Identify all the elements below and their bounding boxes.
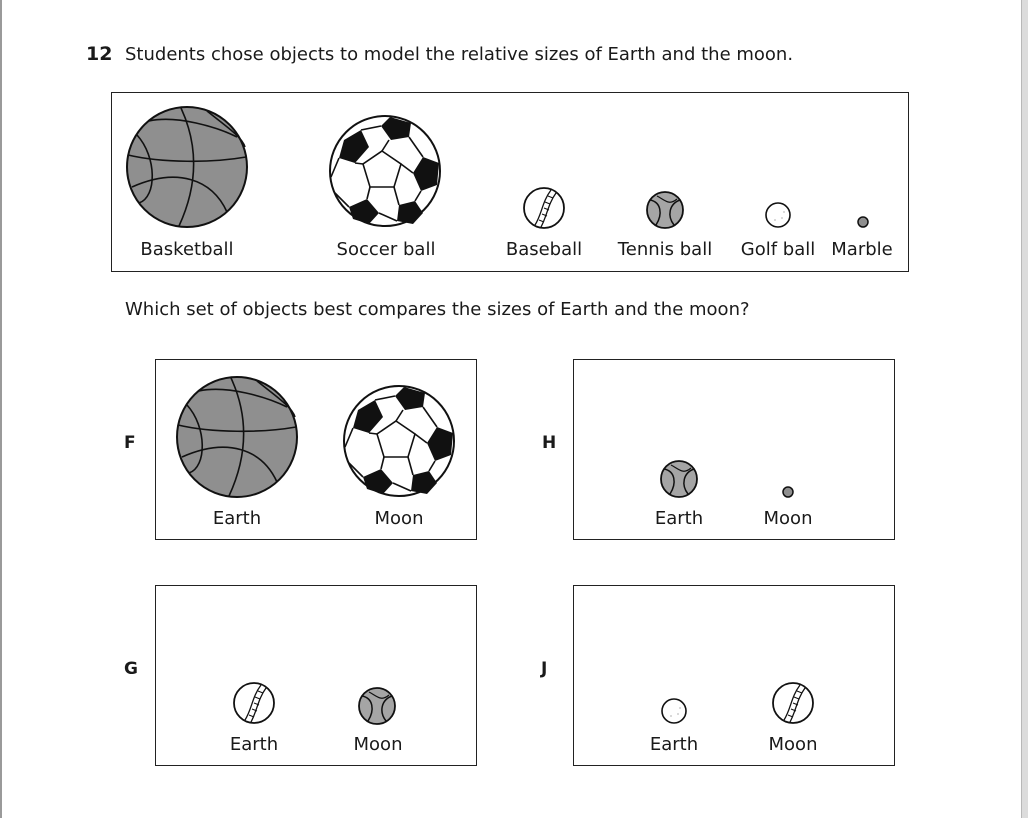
option-letter-h: H	[542, 433, 557, 453]
option-h-marble-icon	[782, 486, 794, 498]
question-number: 12	[86, 43, 113, 65]
option-h-box[interactable]	[573, 359, 895, 540]
option-f-moon-label: Moon	[374, 508, 424, 529]
option-g-box[interactable]	[155, 585, 477, 766]
object-label-golf-ball: Golf ball	[740, 239, 816, 260]
scrollbar-track[interactable]	[1021, 0, 1028, 818]
option-g-moon-label: Moon	[353, 734, 403, 755]
object-label-tennis-ball: Tennis ball	[617, 239, 713, 260]
baseball-icon	[523, 187, 565, 229]
option-f-earth-label: Earth	[212, 508, 262, 529]
option-g-earth-label: Earth	[229, 734, 279, 755]
option-f-basketball-icon	[176, 376, 298, 498]
option-j-box[interactable]	[573, 585, 895, 766]
option-h-earth-label: Earth	[654, 508, 704, 529]
option-letter-f: F	[124, 433, 136, 453]
question-prompt: Which set of objects best compares the s…	[125, 299, 750, 320]
option-h-moon-label: Moon	[763, 508, 813, 529]
option-f-box[interactable]	[155, 359, 477, 540]
marble-icon	[857, 216, 869, 228]
object-label-marble: Marble	[831, 239, 893, 260]
option-j-earth-label: Earth	[649, 734, 699, 755]
option-j-baseball-icon	[772, 682, 814, 724]
objects-panel	[111, 92, 909, 272]
tennis-ball-icon	[646, 191, 684, 229]
option-g-baseball-icon	[233, 682, 275, 724]
option-j-golf-ball-icon	[661, 698, 687, 724]
basketball-icon	[126, 106, 248, 228]
option-letter-g: G	[124, 659, 138, 679]
object-label-soccer-ball: Soccer ball	[336, 239, 436, 260]
option-g-tennis-ball-icon	[358, 687, 396, 725]
golf-ball-icon	[765, 202, 791, 228]
object-label-baseball: Baseball	[505, 239, 583, 260]
page-left-edge	[0, 0, 2, 818]
object-label-basketball: Basketball	[140, 239, 234, 260]
option-f-soccer-ball-icon	[343, 385, 455, 497]
question-text: Students chose objects to model the rela…	[125, 44, 794, 65]
option-letter-j: J	[541, 659, 548, 679]
option-h-tennis-ball-icon	[660, 460, 698, 498]
soccer-ball-icon	[329, 115, 441, 227]
option-j-moon-label: Moon	[768, 734, 818, 755]
